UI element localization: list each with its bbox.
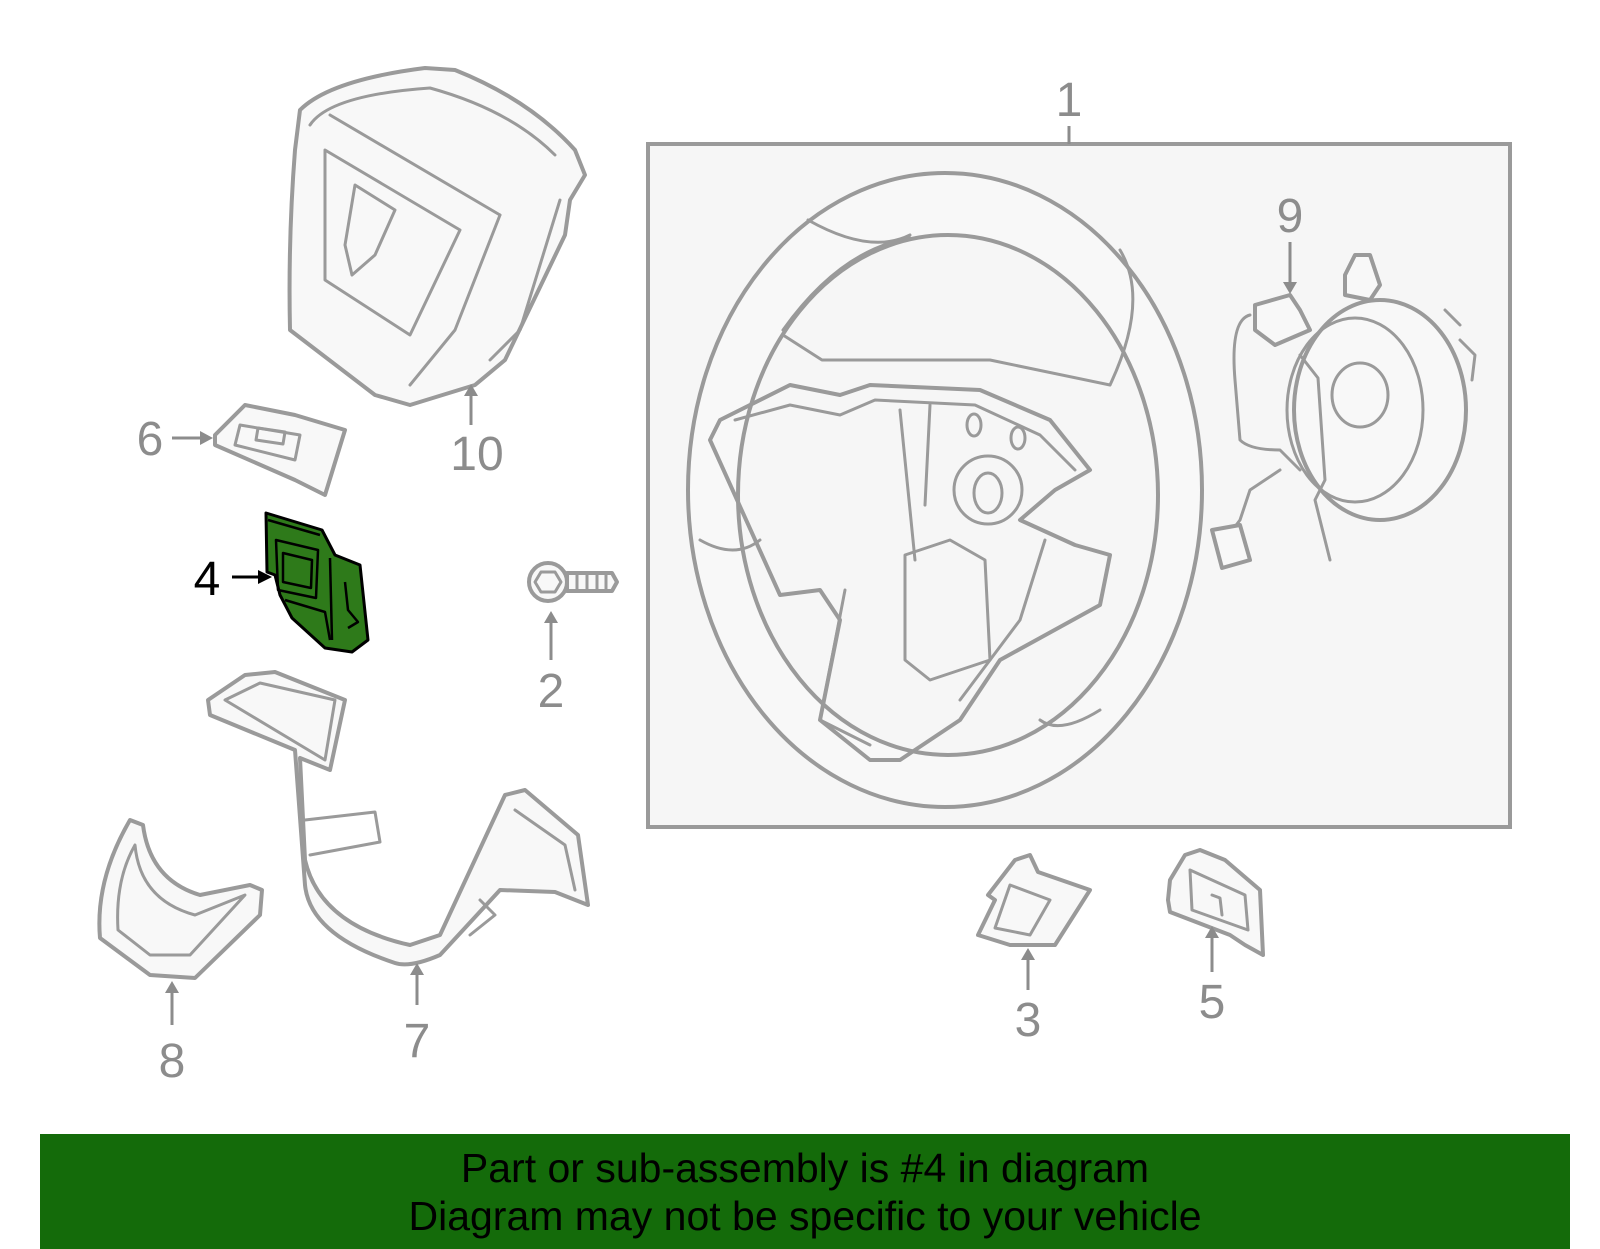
part-4-switch-highlighted[interactable] <box>264 511 370 654</box>
callout-6: 6 <box>137 413 164 466</box>
callout-2: 2 <box>538 665 565 718</box>
callout-9: 9 <box>1277 190 1304 243</box>
banner-disclaimer: Diagram may not be specific to your vehi… <box>408 1192 1202 1239</box>
leader-lines <box>165 126 1297 1025</box>
part-6-switch-trim[interactable] <box>213 403 347 497</box>
callout-7: 7 <box>404 1015 431 1068</box>
part-8-side-trim[interactable] <box>97 818 264 980</box>
part-9-clockspring[interactable] <box>1210 253 1477 570</box>
callout-3: 3 <box>1015 994 1042 1047</box>
part-3-switch[interactable] <box>976 853 1092 947</box>
callout-1: 1 <box>1056 74 1083 127</box>
banner-part-note: Part or sub-assembly is #4 in diagram <box>460 1144 1150 1191</box>
callout-5: 5 <box>1199 976 1226 1029</box>
part-2-bolt[interactable] <box>527 561 619 603</box>
callout-10: 10 <box>450 428 503 481</box>
callout-8: 8 <box>159 1035 186 1088</box>
part-5-switch[interactable] <box>1166 848 1265 957</box>
part-7-lower-trim[interactable] <box>206 670 590 967</box>
part-10-airbag-cover[interactable] <box>287 66 587 407</box>
info-banner: Part or sub-assembly is #4 in diagram Di… <box>40 1134 1570 1249</box>
callout-4: 4 <box>194 553 221 606</box>
